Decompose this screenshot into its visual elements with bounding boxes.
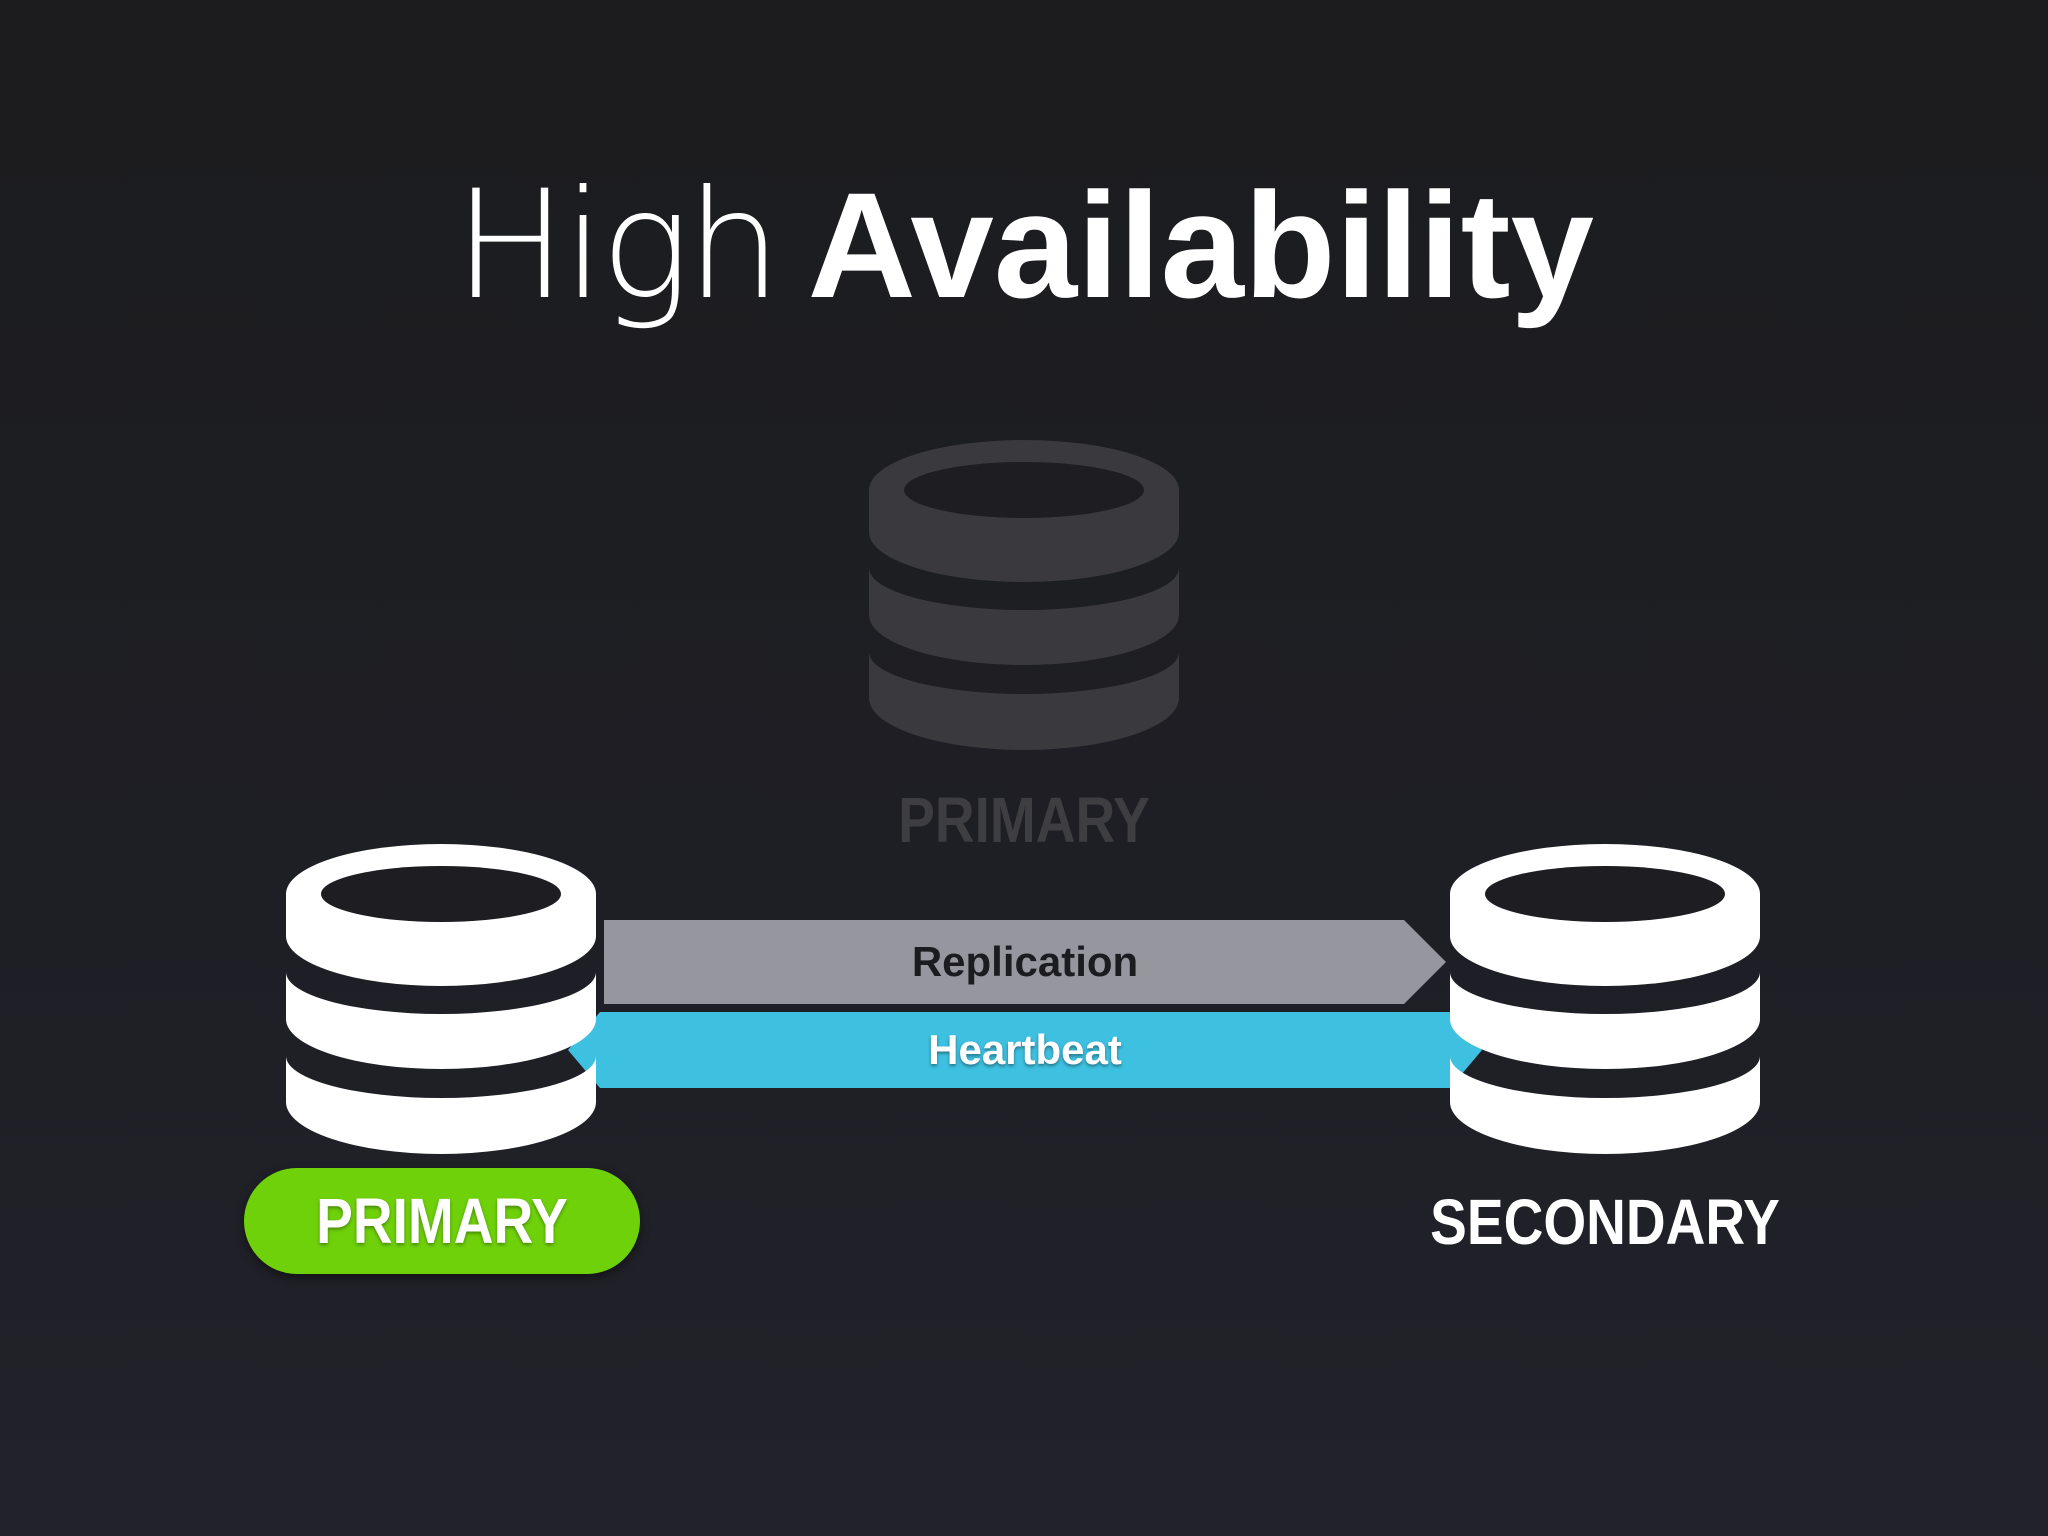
replication-label: Replication [911,938,1139,985]
primary-database-icon [286,844,596,1154]
secondary-database-icon [1450,844,1760,1154]
ghost-primary-label: PRIMARY [898,784,1150,856]
heartbeat-label: Heartbeat [928,1026,1122,1073]
primary-label: PRIMARY [316,1185,568,1257]
secondary-label: SECONDARY [1430,1186,1780,1258]
title-bold: Availability [807,161,1594,329]
primary-status-badge: PRIMARY [244,1168,640,1274]
ghost-database-icon [869,440,1179,750]
replication-arrow: Replication [604,920,1446,1004]
heartbeat-arrow: Heartbeat [568,1012,1482,1088]
title-light: High [454,159,782,333]
